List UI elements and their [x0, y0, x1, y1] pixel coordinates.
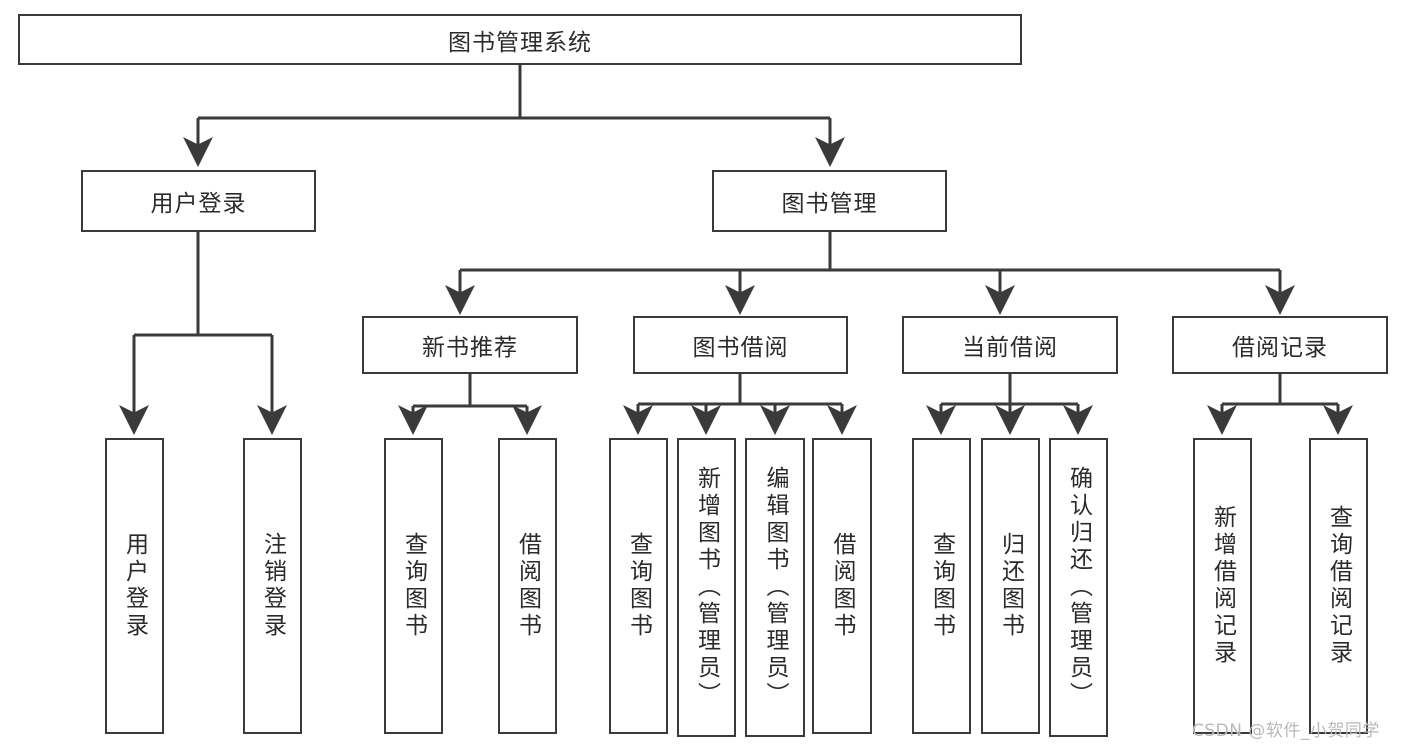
leaf-user-login-login[interactable]: 用户登录 — [105, 438, 164, 734]
node-user-login-label: 用户登录 — [150, 191, 247, 217]
leaf-label: 新增图书（管理员） — [693, 466, 720, 709]
leaf-borrow-query-book[interactable]: 查询图书 — [609, 438, 668, 734]
node-root[interactable]: 图书管理系统 — [18, 14, 1022, 65]
node-new-book-recommend-label: 新书推荐 — [422, 335, 518, 361]
leaf-label: 查询图书 — [625, 532, 652, 640]
leaf-current-confirm-return[interactable]: 确认归还（管理员） — [1049, 438, 1108, 737]
csdn-watermark: CSDN @软件_小贺同学 — [1192, 721, 1380, 741]
node-user-login[interactable]: 用户登录 — [81, 170, 316, 232]
node-book-borrow-label: 图书借阅 — [692, 335, 789, 361]
leaf-label: 确认归还（管理员） — [1065, 466, 1092, 709]
leaf-label: 查询借阅记录 — [1325, 505, 1352, 667]
node-book-borrow[interactable]: 图书借阅 — [633, 316, 848, 374]
node-borrow-record-label: 借阅记录 — [1232, 335, 1328, 361]
leaf-recommend-borrow-book[interactable]: 借阅图书 — [498, 438, 557, 734]
node-book-management-label: 图书管理 — [781, 191, 878, 217]
leaf-borrow-edit-book[interactable]: 编辑图书（管理员） — [745, 438, 805, 737]
node-current-borrow-label: 当前借阅 — [962, 335, 1058, 361]
leaf-record-query-record[interactable]: 查询借阅记录 — [1309, 438, 1368, 734]
node-new-book-recommend[interactable]: 新书推荐 — [362, 316, 578, 374]
leaf-record-add-record[interactable]: 新增借阅记录 — [1193, 438, 1252, 734]
leaf-borrow-add-book[interactable]: 新增图书（管理员） — [677, 438, 736, 737]
leaf-label: 借阅图书 — [829, 532, 855, 640]
leaf-label: 用户登录 — [121, 532, 148, 640]
node-book-management[interactable]: 图书管理 — [712, 170, 947, 232]
leaf-borrow-borrow-book[interactable]: 借阅图书 — [812, 438, 872, 734]
leaf-label: 归还图书 — [997, 532, 1024, 640]
leaf-label: 借阅图书 — [514, 532, 541, 640]
node-borrow-record[interactable]: 借阅记录 — [1172, 316, 1388, 374]
leaf-label: 注销登录 — [259, 532, 286, 640]
leaf-label: 新增借阅记录 — [1209, 505, 1236, 667]
leaf-user-login-logout[interactable]: 注销登录 — [243, 438, 302, 734]
node-current-borrow[interactable]: 当前借阅 — [902, 316, 1118, 374]
leaf-recommend-query-book[interactable]: 查询图书 — [384, 438, 443, 734]
leaf-current-query-book[interactable]: 查询图书 — [912, 438, 971, 734]
leaf-current-return-book[interactable]: 归还图书 — [981, 438, 1040, 734]
node-root-label: 图书管理系统 — [448, 29, 592, 56]
leaf-label: 查询图书 — [400, 532, 427, 640]
leaf-label: 查询图书 — [928, 532, 955, 640]
leaf-label: 编辑图书（管理员） — [762, 466, 788, 709]
